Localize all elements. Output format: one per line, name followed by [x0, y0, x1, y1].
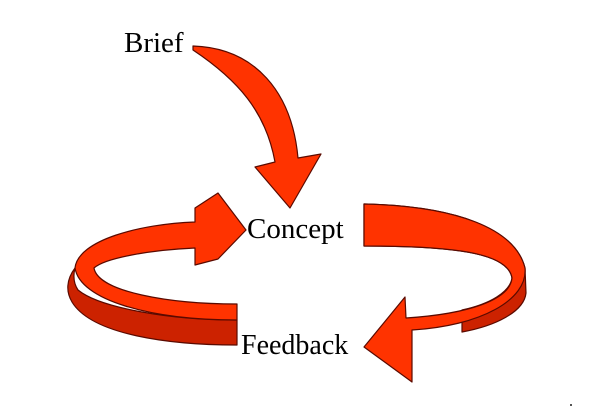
node-concept-label: Concept	[247, 213, 344, 245]
node-brief-label: Brief	[124, 27, 184, 59]
arrow-feedback-to-concept-side	[67, 267, 238, 346]
arrow-concept-to-feedback	[363, 203, 527, 383]
arrow-brief-to-concept-shape	[192, 45, 322, 209]
arrow-brief-to-concept	[192, 45, 322, 209]
arrow-feedback-to-concept-top	[74, 192, 247, 321]
arrow-feedback-to-concept	[67, 192, 247, 346]
arrow-concept-to-feedback-top	[363, 203, 526, 383]
dot-mark	[570, 404, 572, 406]
node-feedback-label: Feedback	[241, 330, 349, 361]
